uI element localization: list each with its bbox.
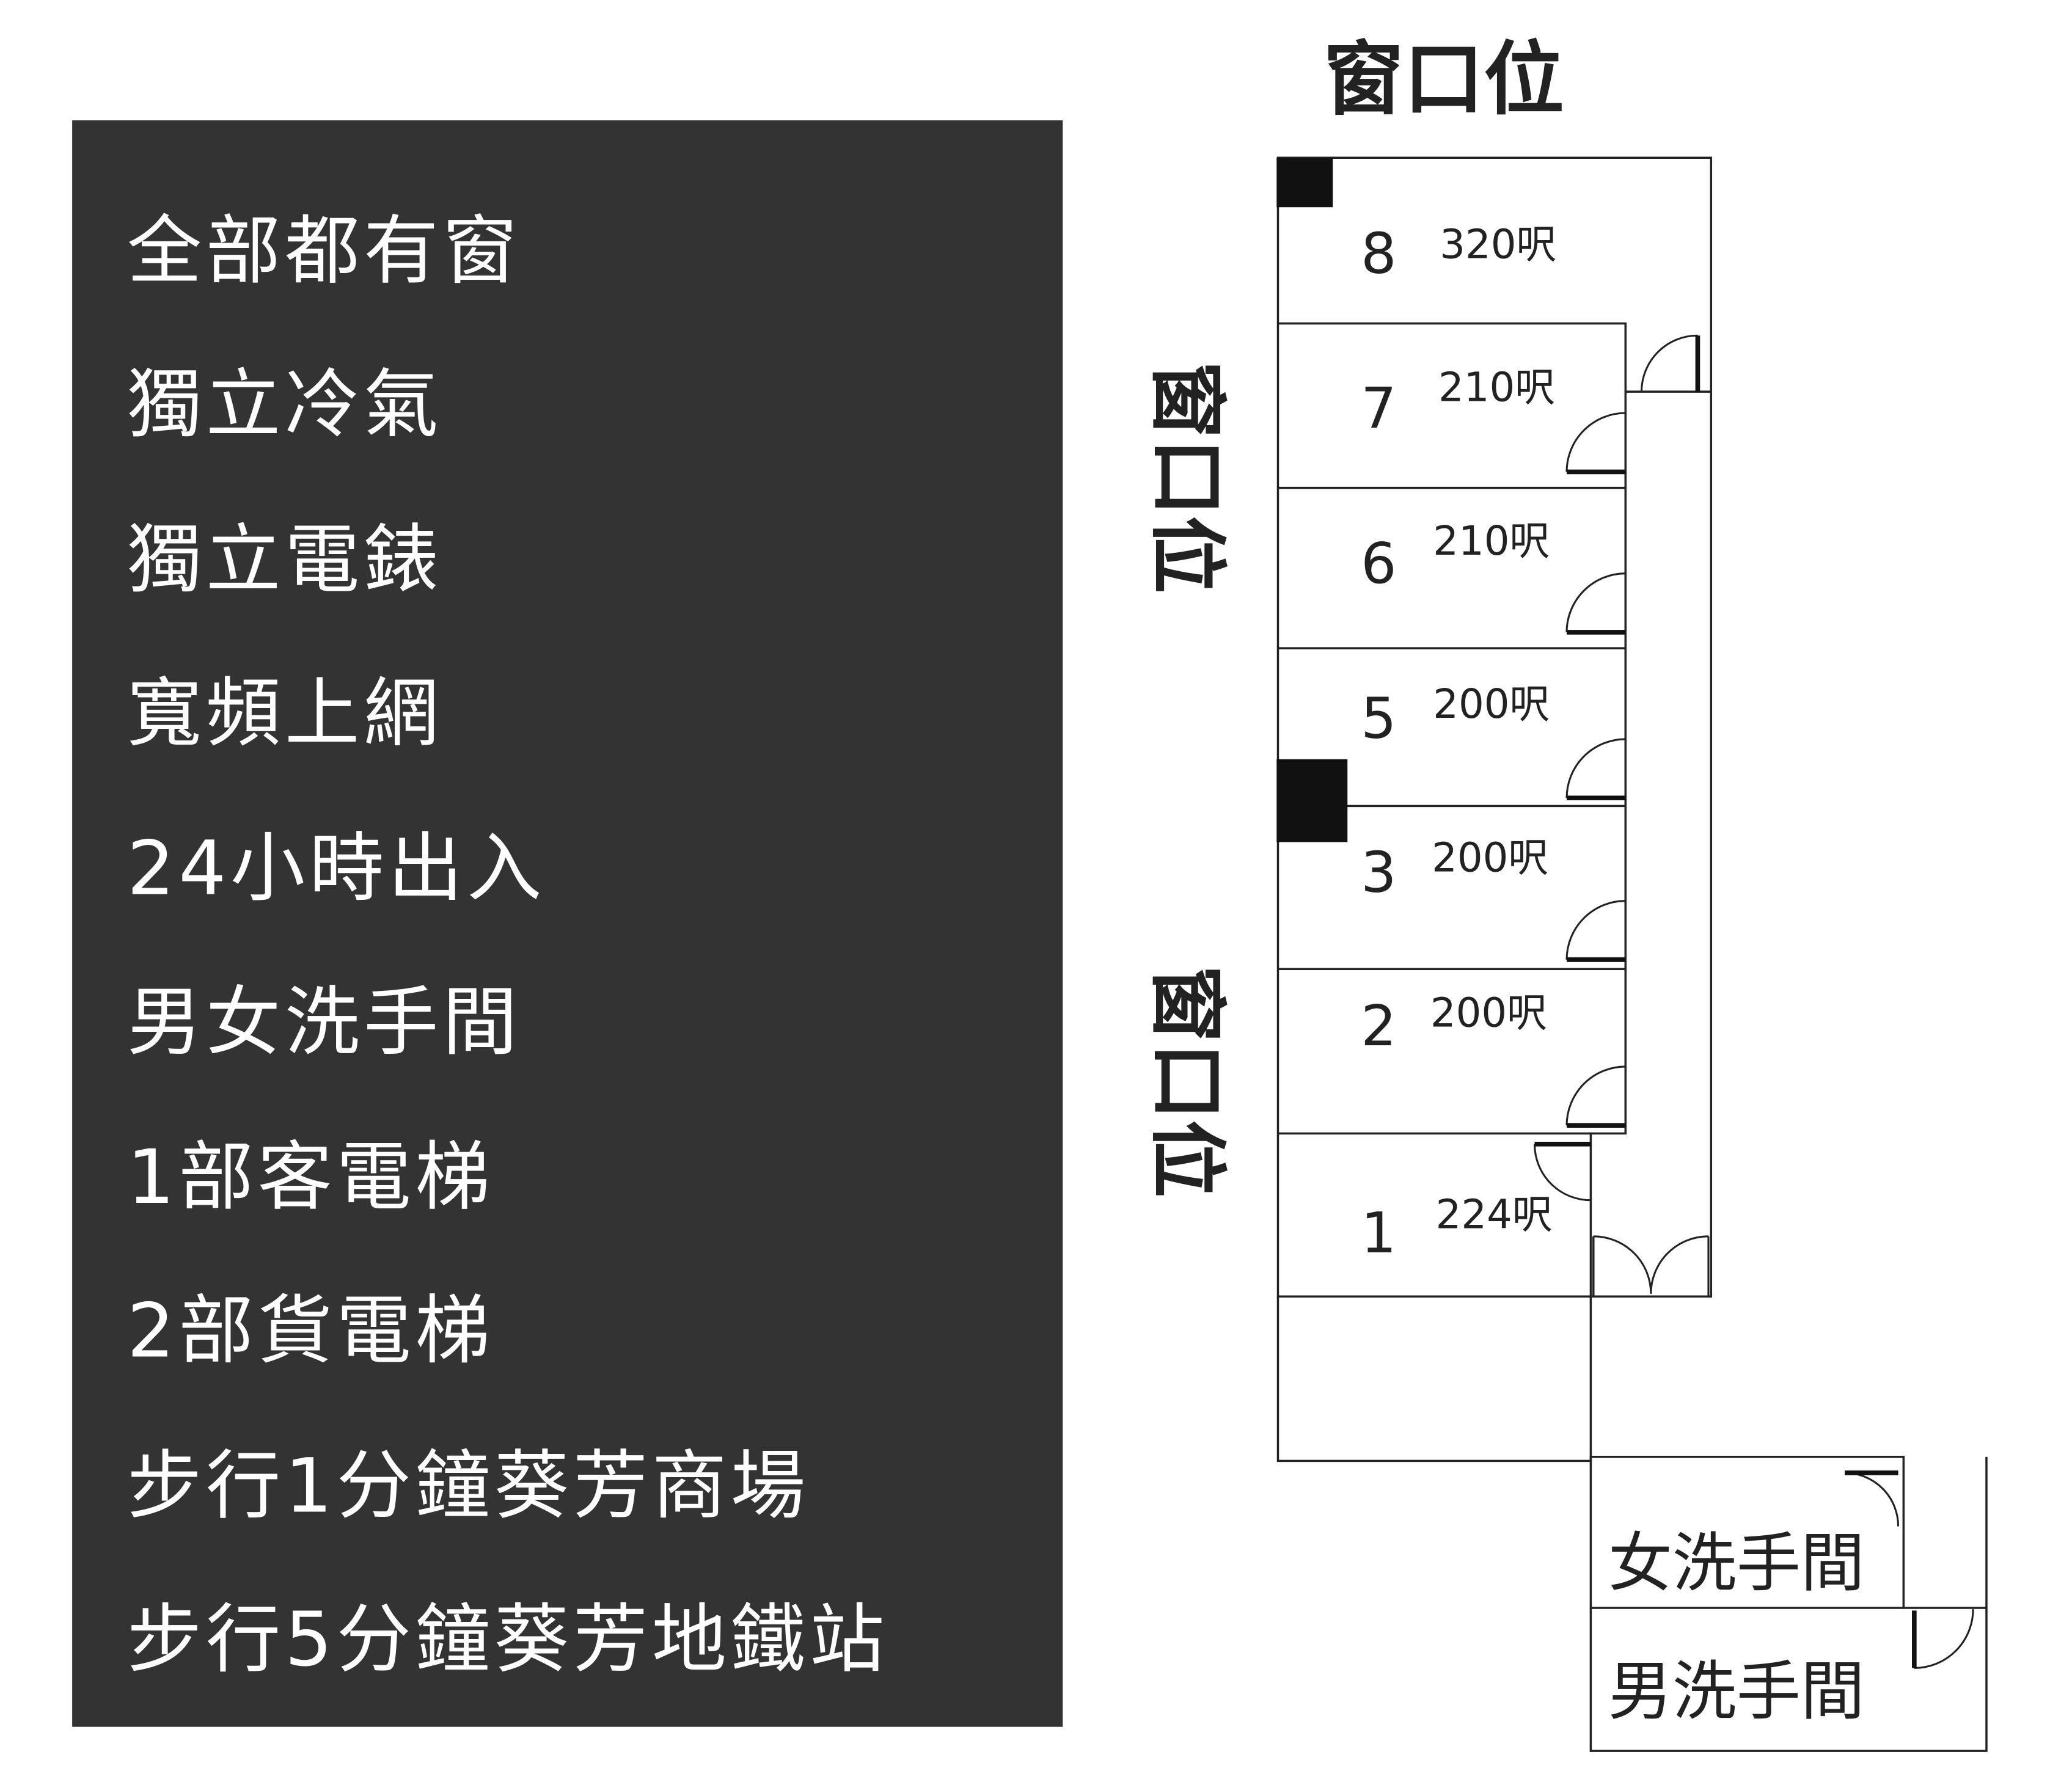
panel-background bbox=[72, 120, 1063, 1727]
male-toilet-label: 男洗手間 bbox=[1608, 1654, 1865, 1729]
unit-3: 3 200呎 bbox=[1361, 835, 1548, 905]
feature-item: 獨立冷氣 bbox=[127, 361, 442, 448]
unit-6: 6 210呎 bbox=[1361, 518, 1550, 596]
walls bbox=[1276, 156, 1988, 1752]
unit-number: 6 bbox=[1361, 531, 1396, 596]
feature-item: 1部客電梯 bbox=[127, 1133, 494, 1221]
window-label-left-upper: 窗口位 bbox=[1142, 361, 1232, 594]
unit-5: 5 200呎 bbox=[1361, 681, 1550, 751]
features-panel: 全部都有窗 獨立冷氣 獨立電錶 寬頻上網 24小時出入 男女洗手間 1部客電梯 … bbox=[72, 120, 1063, 1727]
unit-size: 224呎 bbox=[1436, 1192, 1553, 1238]
doors bbox=[1533, 334, 1974, 1669]
column-block bbox=[1276, 158, 1333, 208]
unit-size: 200呎 bbox=[1433, 681, 1550, 728]
unit-number: 7 bbox=[1361, 376, 1396, 441]
unit-size: 210呎 bbox=[1438, 364, 1555, 411]
unit-number: 2 bbox=[1361, 993, 1396, 1059]
female-toilet-label: 女洗手間 bbox=[1608, 1526, 1865, 1601]
feature-item: 寬頻上網 bbox=[127, 670, 442, 757]
feature-item: 全部都有窗 bbox=[127, 207, 521, 294]
unit-size: 210呎 bbox=[1433, 518, 1550, 564]
unit-size: 200呎 bbox=[1432, 835, 1548, 882]
unit-number: 8 bbox=[1361, 221, 1396, 286]
unit-number: 5 bbox=[1361, 686, 1396, 751]
unit-2: 2 200呎 bbox=[1361, 990, 1547, 1059]
feature-item: 獨立電錶 bbox=[127, 516, 442, 603]
feature-item: 步行1分鐘葵芳商場 bbox=[127, 1442, 810, 1529]
unit-size: 320呎 bbox=[1440, 221, 1556, 268]
unit-7: 7 210呎 bbox=[1361, 364, 1555, 441]
feature-item: 24小時出入 bbox=[127, 825, 546, 912]
column-block bbox=[1276, 759, 1348, 842]
window-label-top: 窗口位 bbox=[1323, 32, 1564, 126]
unit-number: 3 bbox=[1361, 839, 1396, 905]
feature-item: 男女洗手間 bbox=[127, 978, 521, 1065]
window-label-left-lower: 窗口位 bbox=[1142, 965, 1232, 1198]
unit-size: 200呎 bbox=[1430, 990, 1547, 1036]
unit-1: 1 224呎 bbox=[1361, 1192, 1552, 1266]
unit-8: 8 320呎 bbox=[1361, 221, 1556, 286]
feature-item: 步行5分鐘葵芳地鐵站 bbox=[127, 1596, 888, 1683]
feature-item: 2部貨電梯 bbox=[127, 1287, 494, 1375]
unit-number: 1 bbox=[1361, 1200, 1396, 1266]
